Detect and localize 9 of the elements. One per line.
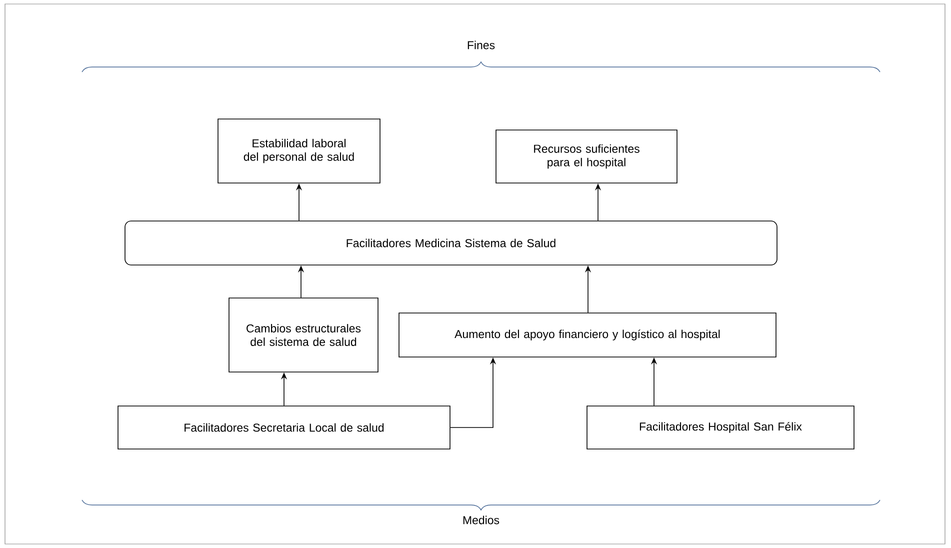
process-box: Facilitadores Medicina Sistema de Salud: [124, 220, 778, 266]
label: Medios: [463, 516, 500, 524]
process-box: Aumento del apoyo financiero y logístico al hospital: [398, 312, 776, 358]
process-box: Recursos suficientes para el hospital: [496, 130, 678, 184]
process-box: Facilitadores Secretaria Local de salud: [118, 406, 450, 450]
label: Fines: [468, 40, 495, 50]
process-box: Facilitadores Hospital San Félix: [586, 406, 854, 450]
process-box: Estabilidad laboral del personal de salud: [218, 118, 380, 184]
process-box: Cambios estructurales del sistema de salud: [228, 298, 378, 372]
